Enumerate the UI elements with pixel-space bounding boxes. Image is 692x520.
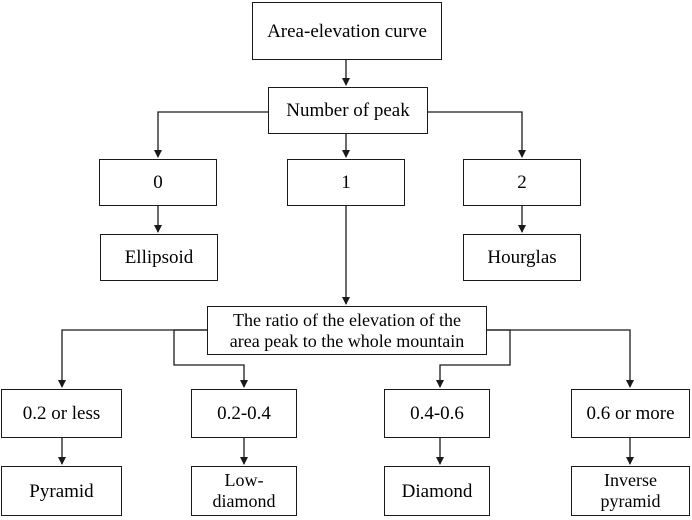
- node-low-diamond: Low- diamond: [191, 466, 297, 516]
- node-ratio-0-2-or-less-label: 0.2 or less: [22, 403, 101, 424]
- node-elevation-ratio-line-2: area peak to the whole mountain: [229, 330, 465, 351]
- node-peak-count-1: 1: [287, 159, 405, 206]
- edge-peaks-to-two: [428, 111, 526, 158]
- node-ratio-0-6-or-more-label: 0.6 or more: [586, 403, 675, 424]
- node-inverse-pyramid-line-2: pyramid: [600, 491, 661, 511]
- node-ratio-0-6-or-more: 0.6 or more: [571, 389, 690, 438]
- node-area-elevation-curve: Area-elevation curve: [252, 2, 442, 60]
- node-ratio-0-2-to-0-4-label: 0.2-0.4: [217, 403, 271, 424]
- node-ellipsoid-label: Ellipsoid: [124, 247, 194, 268]
- node-pyramid: Pyramid: [1, 466, 122, 516]
- node-inverse-pyramid: Inverse pyramid: [571, 466, 690, 516]
- node-peak-count-1-label: 1: [341, 172, 351, 193]
- node-ratio-0-4-to-0-6: 0.4-0.6: [384, 389, 490, 438]
- edge-ratio-to-r4: [487, 329, 634, 388]
- node-ellipsoid: Ellipsoid: [100, 234, 218, 281]
- node-peak-count-2: 2: [463, 159, 581, 206]
- edge-ratio-to-r1: [58, 329, 207, 388]
- node-peak-count-0-label: 0: [153, 172, 163, 193]
- node-hourglass: Hourglas: [463, 234, 581, 281]
- edge-peaks-to-zero: [154, 111, 268, 158]
- node-diamond-label: Diamond: [401, 480, 473, 502]
- edge-ratio-to-r2: [173, 329, 248, 388]
- node-number-of-peak-label: Number of peak: [286, 100, 410, 121]
- node-low-diamond-line-1: Low-: [224, 470, 264, 490]
- node-elevation-ratio-line-1: The ratio of the elevation of the: [233, 309, 461, 330]
- node-elevation-ratio: The ratio of the elevation of the area p…: [207, 306, 487, 355]
- node-number-of-peak: Number of peak: [268, 87, 428, 134]
- node-ratio-0-2-or-less: 0.2 or less: [1, 389, 122, 438]
- node-ratio-0-4-to-0-6-label: 0.4-0.6: [410, 403, 464, 424]
- node-low-diamond-line-2: diamond: [212, 491, 276, 511]
- node-peak-count-0: 0: [99, 159, 217, 206]
- node-inverse-pyramid-line-1: Inverse: [604, 470, 657, 490]
- node-hourglass-label: Hourglas: [487, 247, 557, 268]
- node-pyramid-label: Pyramid: [29, 480, 94, 502]
- node-peak-count-2-label: 2: [517, 172, 527, 193]
- node-area-elevation-curve-label: Area-elevation curve: [267, 20, 427, 42]
- node-diamond: Diamond: [384, 466, 490, 516]
- node-ratio-0-2-to-0-4: 0.2-0.4: [191, 389, 297, 438]
